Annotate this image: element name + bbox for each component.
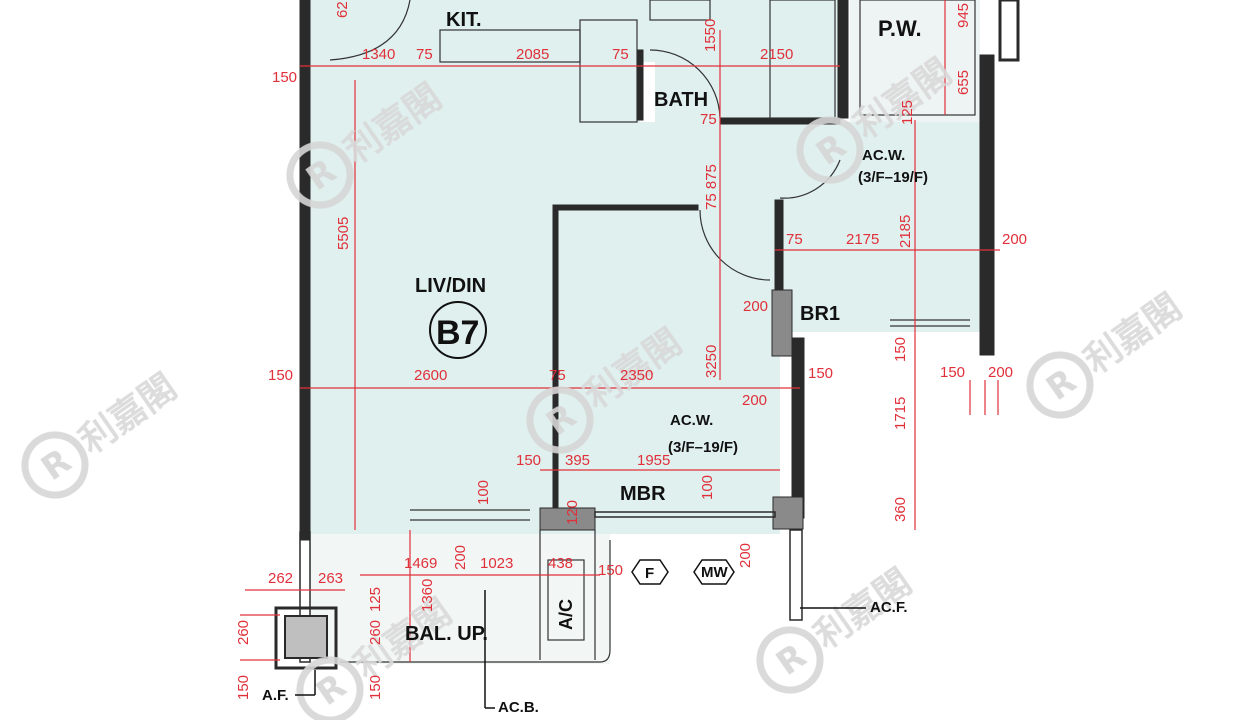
note-acf: AC.F. [870,599,908,616]
dim-262: 262 [268,570,293,587]
room-labels: KIT. BATH P.W. LIV/DIN B7 BR1 MBR BAL. U… [405,9,922,645]
dim-260-b: 260 [367,620,384,645]
dim-2600: 2600 [414,367,447,384]
dim-438: 438 [548,555,573,572]
unit-label: B7 [436,314,479,352]
dim-75-875: 75 875 [703,164,720,210]
note-acw-top-1: AC.W. [862,147,905,164]
note-acb: AC.B. [498,699,539,716]
room-kitchen: KIT. [446,9,482,31]
dim-1550: 1550 [702,19,719,52]
dim-75b: 75 [612,46,629,63]
note-fridge: F [645,565,654,582]
dim-2185: 2185 [897,215,914,248]
dim-1023: 1023 [480,555,513,572]
dim-100-b: 100 [699,475,716,500]
dim-150-bal: 150 [598,562,623,579]
dim-360: 360 [892,497,909,522]
floor-fill [310,0,980,664]
walls [274,0,1020,670]
dim-75d: 75 [786,231,803,248]
dim-2085: 2085 [516,46,549,63]
dim-1360: 1360 [419,579,436,612]
room-br1: BR1 [800,303,840,325]
dim-75c: 75 [700,111,717,128]
dim-200-bal: 200 [452,545,469,570]
dim-200-mid: 200 [742,392,767,409]
note-af: A.F. [262,687,289,704]
dim-200-br: 200 [743,298,768,315]
dim-125-b: 125 [367,587,384,612]
dim-395: 395 [565,452,590,469]
dim-150-v: 150 [892,337,909,362]
dim-150-b1: 150 [235,675,252,700]
room-mbr: MBR [620,483,666,505]
dimension-lines [240,0,1000,662]
dim-150-b2: 150 [367,675,384,700]
dim-945: 945 [955,3,972,28]
dim-75a: 75 [416,46,433,63]
dim-5505: 5505 [335,217,352,250]
dim-150-h: 150 [940,364,965,381]
svg-text:利嘉閣: 利嘉閣 [1077,287,1189,383]
dim-125: 125 [899,100,916,125]
dim-150-r: 150 [808,365,833,382]
notes: AC.W. (3/F–19/F) AC.W. (3/F–19/F) AC.F. … [262,147,928,716]
note-acw-mid-2: (3/F–19/F) [668,439,738,456]
note-acw-top-2: (3/F–19/F) [858,169,928,186]
dim-1715: 1715 [892,397,909,430]
svg-text:利嘉閣: 利嘉閣 [72,367,184,463]
dimension-texts: 62 1340 75 2085 75 1550 2150 945 655 150… [235,1,1027,700]
dim-200-r: 200 [1002,231,1027,248]
room-pw: P.W. [878,16,922,41]
dim-2350: 2350 [620,367,653,384]
dim-3250: 3250 [703,345,720,378]
room-balcony: BAL. UP. [405,623,488,645]
dim-263: 263 [318,570,343,587]
dim-655: 655 [955,70,972,95]
dim-150-top: 150 [272,69,297,86]
note-mw: MW [701,564,728,581]
dim-150-left: 150 [268,367,293,384]
dim-100-a: 100 [475,480,492,505]
dim-75e: 75 [549,367,566,384]
microwave-icon [693,559,735,585]
dim-1340: 1340 [362,46,395,63]
room-liv-din: LIV/DIN [415,275,486,297]
room-ac-box: A/C [556,599,576,630]
room-bath: BATH [654,89,708,111]
dim-1469: 1469 [404,555,437,572]
dim-150-m: 150 [516,452,541,469]
dim-2175: 2175 [846,231,879,248]
dim-260-a: 260 [235,620,252,645]
dim-200-h: 200 [988,364,1013,381]
dim-1955: 1955 [637,452,670,469]
note-acw-mid-1: AC.W. [670,412,713,429]
dim-62: 62 [334,1,351,18]
fridge-icon [631,559,669,585]
dim-200-v: 200 [737,543,754,568]
dim-2150: 2150 [760,46,793,63]
dim-120: 120 [564,500,581,525]
unit-badge [429,301,487,359]
